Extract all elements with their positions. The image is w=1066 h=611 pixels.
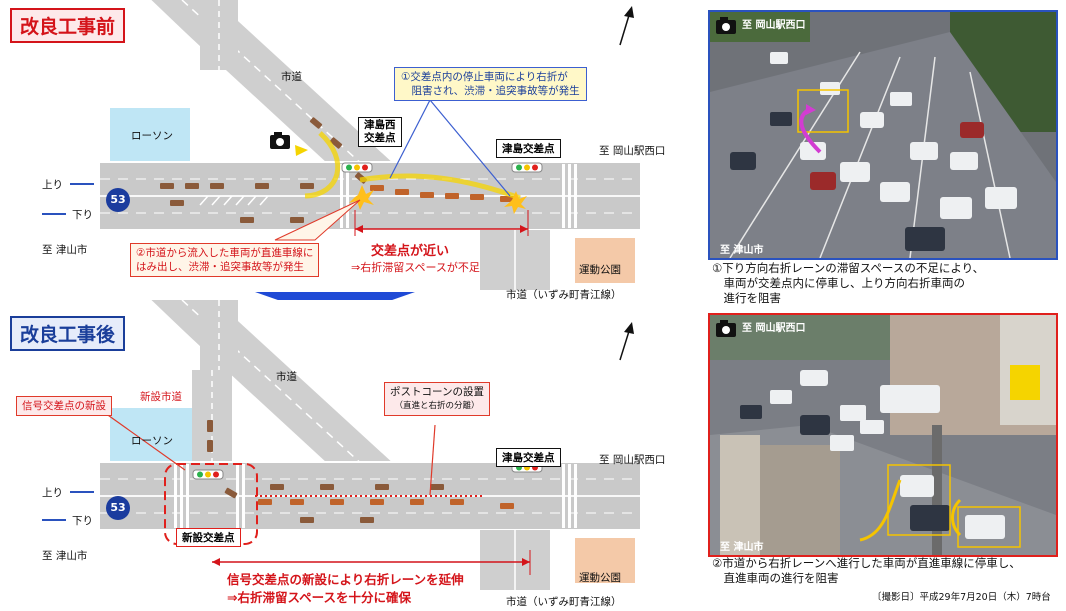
after-new-road: 新設市道 — [140, 391, 182, 403]
before-city-road: 市道（いずみ町青江線） — [506, 289, 622, 301]
photo-2-scene — [710, 315, 1056, 555]
before-to-okayama: 至 岡山駅西口 — [599, 145, 666, 157]
photo-1-top-label: 至 岡山駅西口 — [742, 20, 806, 31]
photo-1-camera-icon — [716, 17, 736, 34]
before-to-tsuyama: 至 津山市 — [42, 244, 88, 256]
after-road-label: 市道 — [276, 371, 297, 383]
before-road-label: 市道 — [281, 71, 302, 83]
photo-1-bottom-label: 至 津山市 — [720, 245, 764, 256]
after-result-sub: ⇒右折滞留スペースを十分に確保 — [227, 590, 411, 605]
after-up-arrow-icon — [70, 491, 94, 493]
before-near-text: 交差点が近い — [371, 244, 450, 259]
shot-date: 〔撮影日〕平成29年7月20日（木）7時台 — [872, 592, 1051, 603]
photo-2-camera-icon — [716, 320, 736, 337]
after-tsushima-intersection: 津島交差点 — [496, 448, 561, 467]
photo-1-scene — [710, 12, 1056, 258]
before-up-arrow-icon — [70, 183, 94, 185]
photo-1-caption: ①下り方向右折レーンの滞留スペースの不足により、 車両が交差点内に停車し、上り方… — [712, 261, 985, 305]
before-title: 改良工事前 — [10, 8, 126, 43]
after-post-cone: ポストコーンの設置 （直進と右折の分離） — [384, 382, 490, 416]
photo-2-bottom-label: 至 津山市 — [720, 542, 764, 553]
before-lawson-block — [110, 108, 190, 163]
photo-2: 至 岡山駅西口 至 津山市 — [708, 313, 1058, 557]
after-route-sign: 53 — [106, 496, 130, 520]
after-up-label: 上り — [42, 487, 63, 499]
after-lawson: ローソン — [131, 435, 173, 447]
after-map — [100, 300, 640, 590]
after-signal-new: 信号交差点の新設 — [16, 396, 112, 416]
before-park: 運動公園 — [579, 264, 621, 276]
before-lawson: ローソン — [131, 130, 173, 142]
before-route-sign: 53 — [106, 188, 130, 212]
before-tsushima-intersection: 津島交差点 — [496, 139, 561, 158]
before-callout-2: ②市道から流入した車両が直進車線に はみ出し、渋滞・追突事故等が発生 — [130, 243, 320, 277]
after-new-intersection: 新設交差点 — [176, 528, 241, 547]
before-map — [100, 0, 640, 300]
photo-2-top-label: 至 岡山駅西口 — [742, 323, 806, 334]
after-post-cone-sub: （直進と右折の分離） — [394, 401, 480, 411]
after-to-okayama: 至 岡山駅西口 — [599, 454, 666, 466]
before-west-intersection: 津島西 交差点 — [358, 117, 402, 147]
after-city-road: 市道（いずみ町青江線） — [506, 596, 622, 608]
after-down-arrow-icon — [42, 519, 66, 521]
before-near-sub: ⇒右折滞留スペースが不足 — [351, 261, 480, 274]
after-down-label: 下り — [72, 515, 93, 527]
after-title: 改良工事後 — [10, 316, 126, 351]
after-to-tsuyama: 至 津山市 — [42, 550, 88, 562]
after-post-cone-title: ポストコーンの設置 — [390, 386, 484, 398]
before-down-arrow-icon — [42, 213, 66, 215]
photo-2-caption: ②市道から右折レーンへ進行した車両が直進車線に停車し、 直進車両の進行を阻害 — [712, 556, 1021, 585]
after-result-text: 信号交差点の新設により右折レーンを延伸 — [227, 572, 464, 587]
before-up-label: 上り — [42, 179, 63, 191]
before-down-label: 下り — [72, 209, 93, 221]
after-park: 運動公園 — [579, 572, 621, 584]
photo-1: 至 岡山駅西口 至 津山市 — [708, 10, 1058, 260]
before-callout-1: ①交差点内の停止車両により右折が 阻害され、渋滞・追突事故等が発生 — [394, 67, 587, 101]
before-camera-icon — [270, 132, 290, 149]
